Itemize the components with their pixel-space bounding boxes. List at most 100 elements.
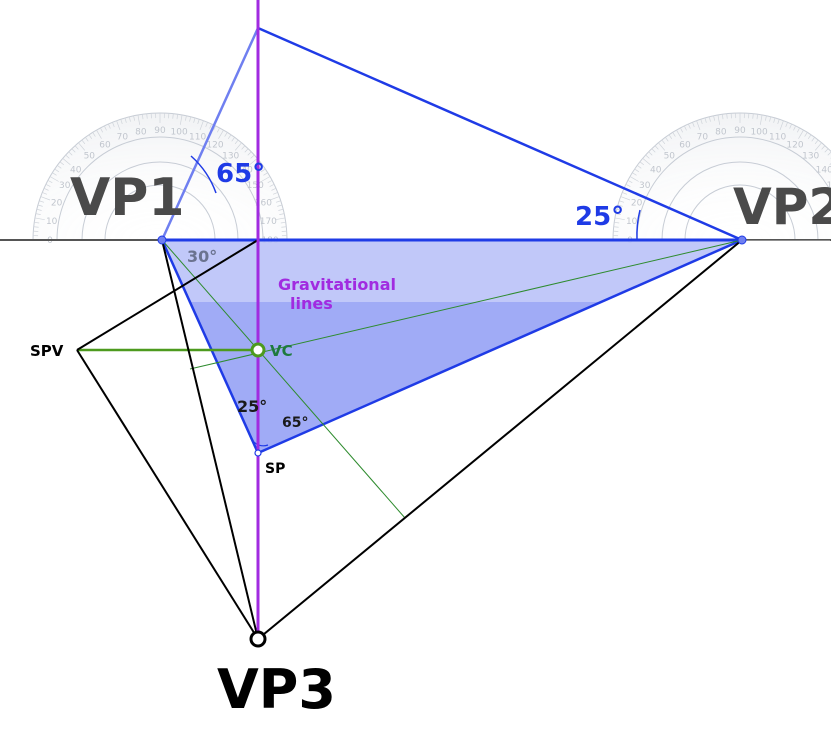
protractor-tick bbox=[247, 151, 252, 156]
protractor-tick bbox=[616, 208, 622, 211]
protractor-tick bbox=[275, 200, 281, 203]
protractor-tick bbox=[645, 154, 650, 159]
protractor-tick bbox=[814, 139, 819, 145]
protractor-tick bbox=[37, 204, 43, 207]
protractor-tick bbox=[120, 119, 123, 125]
protractor-tick bbox=[241, 145, 246, 150]
protractor-tick bbox=[272, 192, 278, 195]
protractor-tick bbox=[47, 180, 53, 184]
protractor-tick bbox=[278, 208, 284, 211]
protractor-tick bbox=[676, 129, 682, 139]
protractor-tick bbox=[814, 142, 822, 151]
protractor-tick bbox=[622, 192, 628, 195]
protractor-tick bbox=[40, 196, 51, 201]
protractor-tick bbox=[773, 117, 776, 123]
protractor-tick bbox=[62, 158, 71, 166]
protractor-tick bbox=[821, 145, 826, 150]
protractor-tick bbox=[637, 165, 642, 169]
protractor-tick bbox=[804, 132, 808, 137]
protractor-tick bbox=[172, 113, 174, 119]
protractor-tick bbox=[49, 176, 59, 182]
vp1-label: VP1 bbox=[70, 168, 185, 228]
protractor-tick bbox=[692, 122, 695, 128]
protractor-tick bbox=[639, 161, 645, 166]
protractor-tick bbox=[269, 196, 280, 201]
vp3-label: VP3 bbox=[217, 658, 336, 721]
protractor-tick bbox=[234, 142, 242, 151]
vc-label: VC bbox=[270, 342, 293, 360]
protractor-tick bbox=[96, 129, 102, 139]
protractor-tick bbox=[721, 114, 724, 120]
protractor-number: 100 bbox=[171, 128, 188, 138]
protractor-tick bbox=[108, 123, 111, 129]
vp2-label: VP2 bbox=[733, 178, 831, 236]
protractor-number: 80 bbox=[135, 128, 147, 138]
protractor-tick bbox=[224, 132, 228, 137]
vp1-point bbox=[157, 235, 167, 245]
protractor-tick bbox=[59, 161, 65, 166]
protractor-number: 30 bbox=[59, 181, 71, 191]
protractor-number: 60 bbox=[679, 141, 691, 151]
protractor-tick bbox=[33, 226, 39, 228]
protractor-tick bbox=[179, 114, 183, 125]
upper-edge-right bbox=[257, 26, 743, 242]
protractor-tick bbox=[43, 188, 49, 191]
protractor-tick bbox=[39, 200, 45, 203]
protractor-number: 90 bbox=[154, 126, 166, 136]
protractor-number: 160 bbox=[255, 198, 272, 208]
protractor-tick bbox=[614, 217, 625, 221]
protractor-tick bbox=[807, 134, 812, 140]
protractor-number: 120 bbox=[206, 141, 223, 151]
protractor-tick bbox=[658, 142, 666, 151]
protractor-tick bbox=[704, 117, 707, 123]
protractor-number: 150 bbox=[247, 181, 264, 191]
protractor-tick bbox=[92, 132, 96, 137]
protractor-tick bbox=[634, 168, 640, 173]
protractor-tick bbox=[146, 113, 148, 119]
protractor-tick bbox=[45, 184, 51, 187]
protractor-tick bbox=[708, 116, 711, 122]
protractor-tick bbox=[769, 116, 772, 122]
sp-label: SP bbox=[265, 461, 285, 477]
protractor-tick bbox=[35, 213, 41, 215]
protractor-tick bbox=[133, 115, 135, 121]
protractor-tick bbox=[632, 172, 637, 176]
protractor-number: 110 bbox=[189, 133, 206, 143]
protractor-tick bbox=[651, 148, 656, 153]
angle-65-sp: 65° bbox=[282, 415, 308, 431]
protractor-number: 50 bbox=[664, 152, 676, 162]
protractor-tick bbox=[798, 129, 804, 139]
protractor-tick bbox=[209, 123, 212, 129]
protractor-number: 170 bbox=[260, 217, 277, 227]
protractor-number: 30 bbox=[639, 181, 651, 191]
protractor-tick bbox=[263, 172, 268, 176]
protractor-tick bbox=[789, 123, 792, 129]
protractor-number: 70 bbox=[697, 133, 709, 143]
protractor-tick bbox=[116, 120, 121, 131]
protractor-tick bbox=[654, 145, 659, 150]
protractor-number: 110 bbox=[769, 133, 786, 143]
protractor-tick bbox=[642, 158, 651, 166]
protractor-tick bbox=[199, 120, 204, 131]
protractor-number: 100 bbox=[751, 128, 768, 138]
angle-65-top: 65° bbox=[216, 159, 265, 189]
protractor-tick bbox=[281, 226, 287, 228]
protractor-tick bbox=[216, 127, 220, 133]
protractor-number: 70 bbox=[117, 133, 129, 143]
protractor-tick bbox=[615, 213, 621, 215]
protractor-tick bbox=[713, 115, 715, 121]
spv-label: SPV bbox=[30, 342, 64, 360]
protractor-tick bbox=[688, 123, 691, 129]
protractor-number: 140 bbox=[236, 165, 253, 175]
protractor-number: 60 bbox=[99, 141, 111, 151]
protractor-number: 10 bbox=[626, 217, 638, 227]
protractor-tick bbox=[759, 114, 763, 125]
protractor-tick bbox=[42, 192, 48, 195]
protractor-tick bbox=[128, 116, 131, 122]
sp-point bbox=[254, 449, 262, 457]
protractor-number: 80 bbox=[715, 128, 727, 138]
protractor-tick bbox=[796, 127, 800, 133]
protractor-tick bbox=[752, 113, 754, 119]
protractor-tick bbox=[269, 184, 275, 187]
protractor-number: 130 bbox=[222, 152, 239, 162]
